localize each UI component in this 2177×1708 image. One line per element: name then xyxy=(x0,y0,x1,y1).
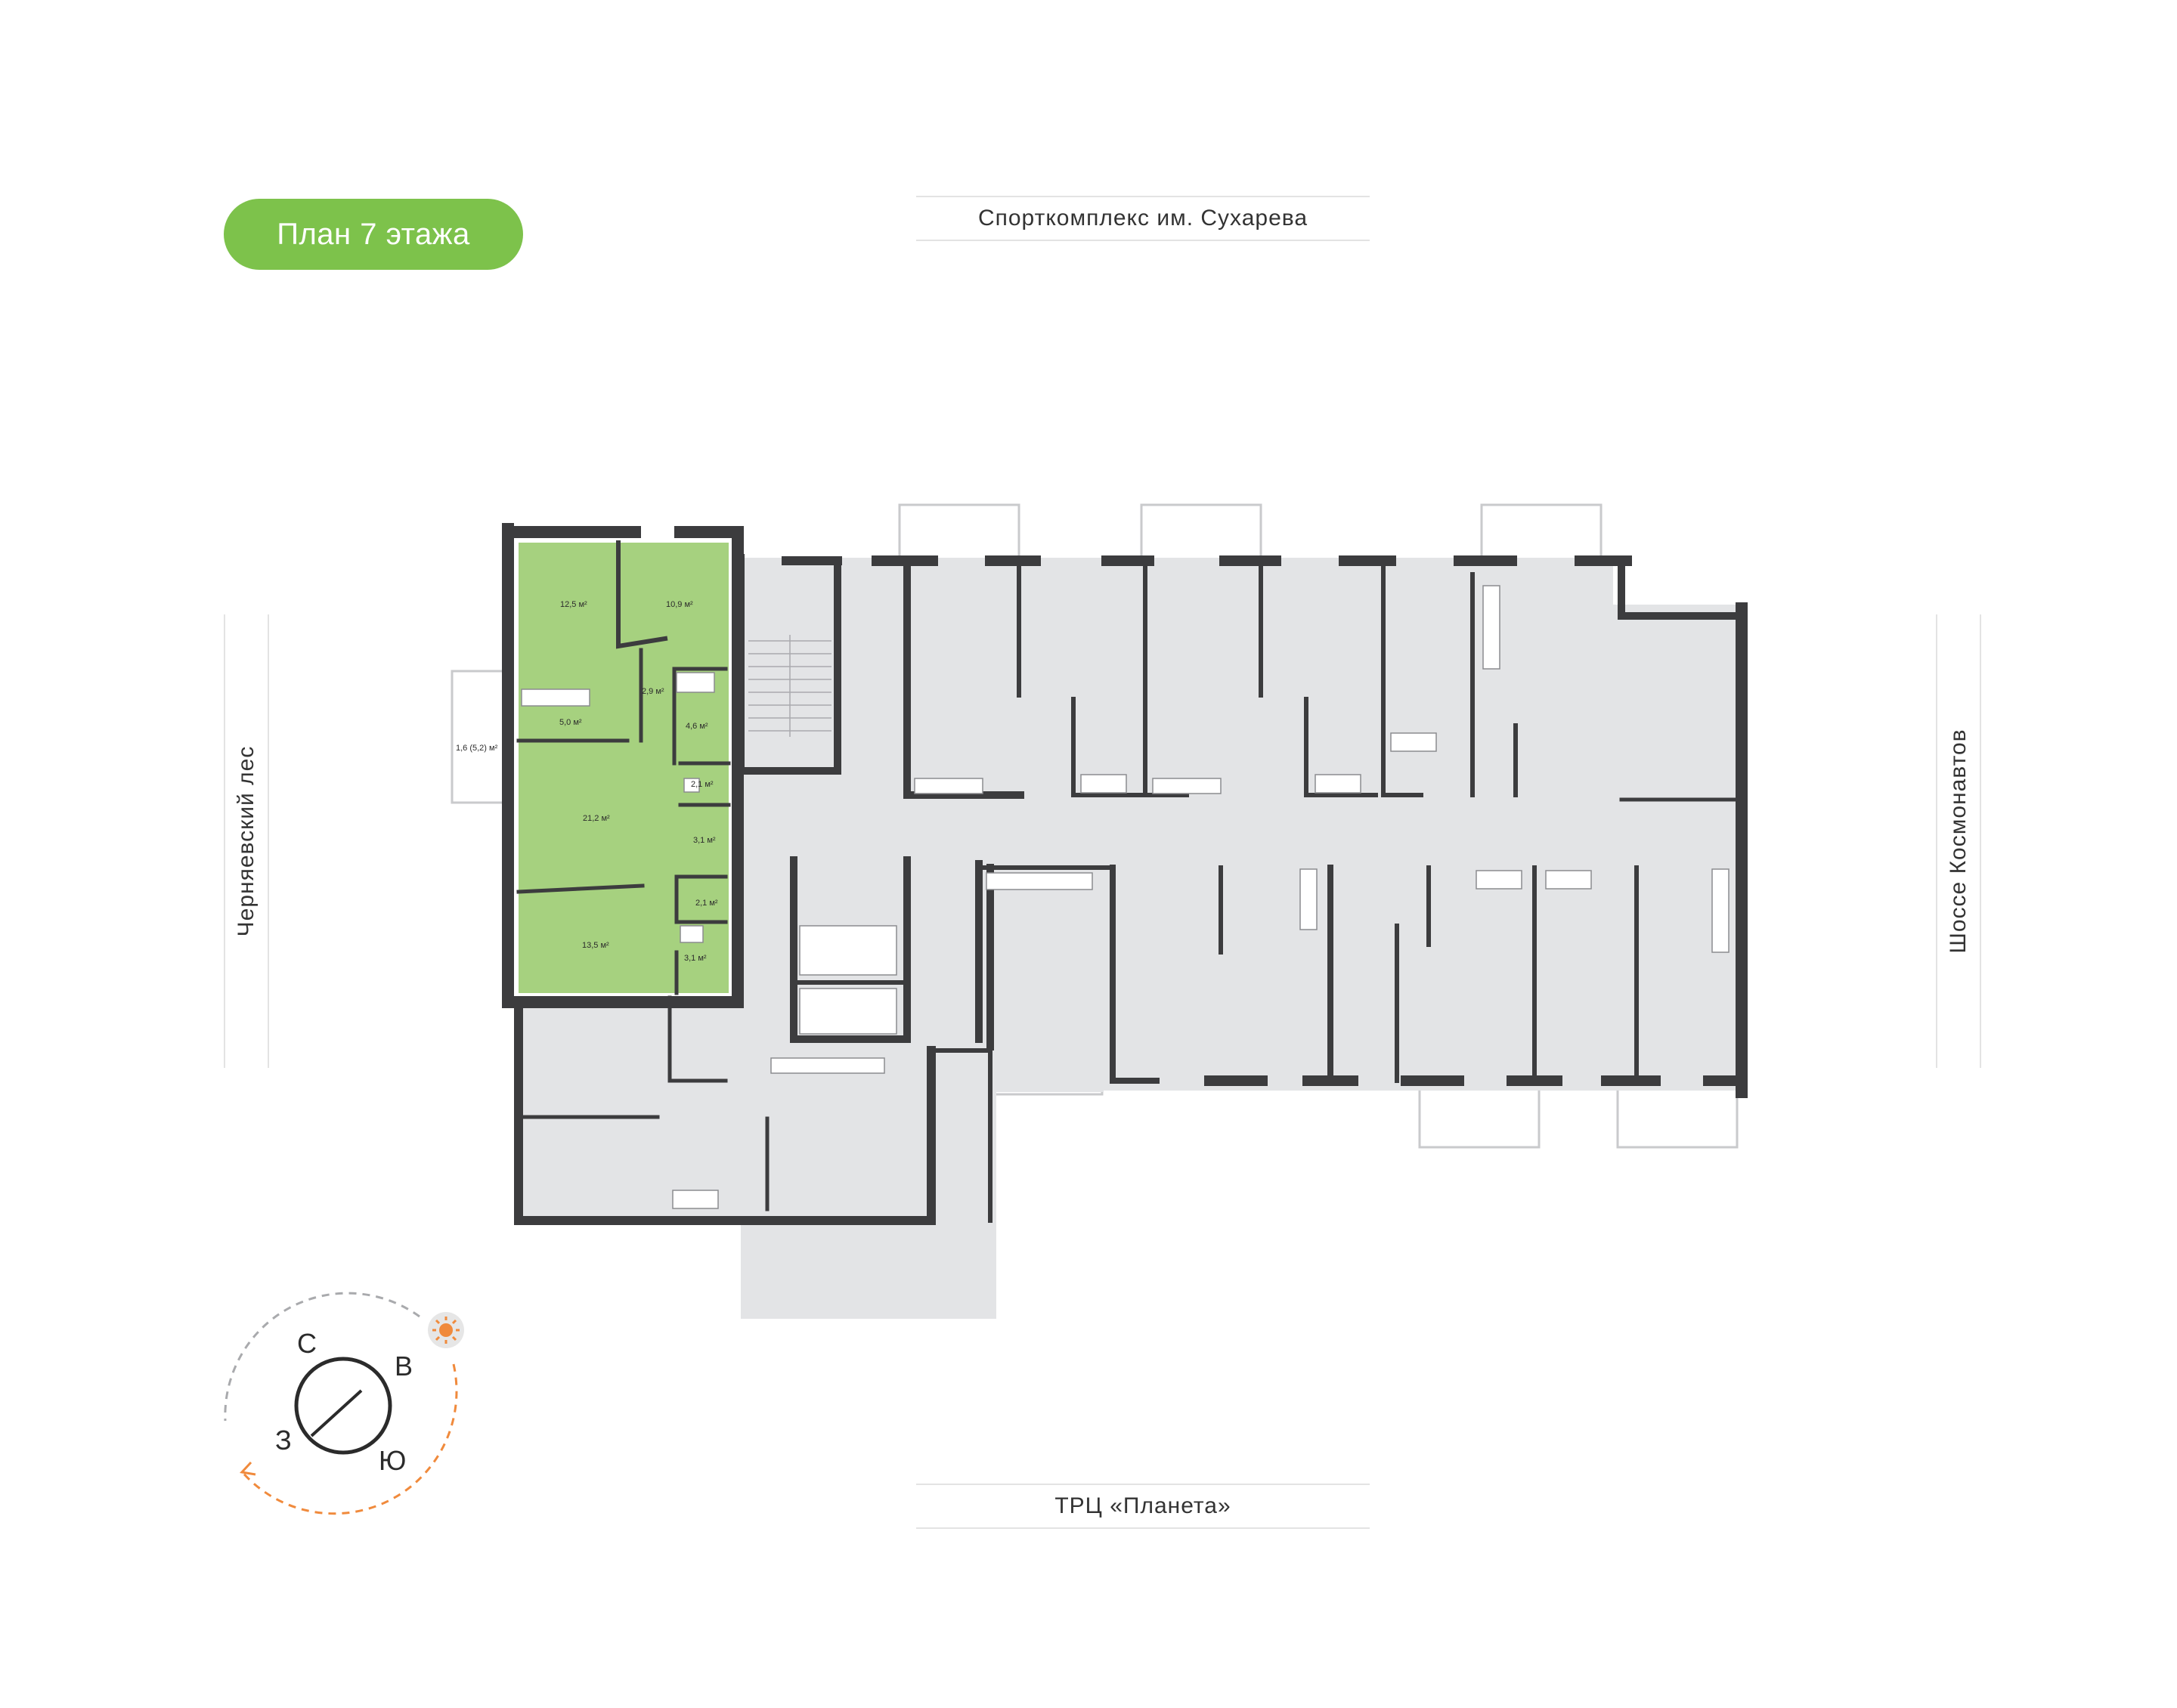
floor-title-badge: План 7 этажа xyxy=(224,199,523,270)
selected-apartment[interactable] xyxy=(519,543,729,993)
compass-east: В xyxy=(395,1351,413,1382)
apartment-fill xyxy=(519,543,729,993)
area-label: 2,9 м² xyxy=(642,687,664,696)
street-label-top: Спорткомплекс им. Сухарева xyxy=(916,196,1370,241)
balconies xyxy=(451,503,1739,1149)
compass-south: Ю xyxy=(379,1445,406,1476)
area-label: 1,6 (5,2) м² xyxy=(456,744,498,753)
street-label-right: Шоссе Космонавтов xyxy=(1936,614,1981,1068)
area-label: 3,1 м² xyxy=(693,836,716,845)
area-label: 5,0 м² xyxy=(559,718,582,727)
compass-path-dashed xyxy=(224,1292,420,1422)
arrow-icon xyxy=(240,1461,256,1476)
street-label-bottom: ТРЦ «Планета» xyxy=(916,1484,1370,1529)
area-label: 12,5 м² xyxy=(560,600,587,609)
compass-needle xyxy=(310,1389,363,1437)
sun-icon xyxy=(428,1312,464,1348)
street-label-left: Черняевский лес xyxy=(224,614,269,1068)
compass-west: З xyxy=(275,1425,292,1456)
floor-area xyxy=(519,558,1742,1319)
walls xyxy=(502,523,1748,1225)
compass-dial xyxy=(294,1357,392,1455)
compass-sun-path xyxy=(239,1363,458,1515)
area-label: 21,2 м² xyxy=(583,814,610,823)
compass-north: С xyxy=(297,1328,317,1359)
area-label: 4,6 м² xyxy=(686,722,708,731)
stairs xyxy=(748,635,831,737)
area-label: 2,1 м² xyxy=(695,899,718,908)
area-label: 10,9 м² xyxy=(666,600,693,609)
area-label: 3,1 м² xyxy=(684,954,707,963)
area-label: 2,1 м² xyxy=(691,780,714,789)
area-labels: 12,5 м² 10,9 м² 2,9 м² 4,6 м² 5,0 м² 1,6… xyxy=(456,600,718,963)
fixtures xyxy=(521,585,1730,1209)
area-label: 13,5 м² xyxy=(582,941,609,950)
compass-rose: С В Ю З xyxy=(224,1292,464,1515)
